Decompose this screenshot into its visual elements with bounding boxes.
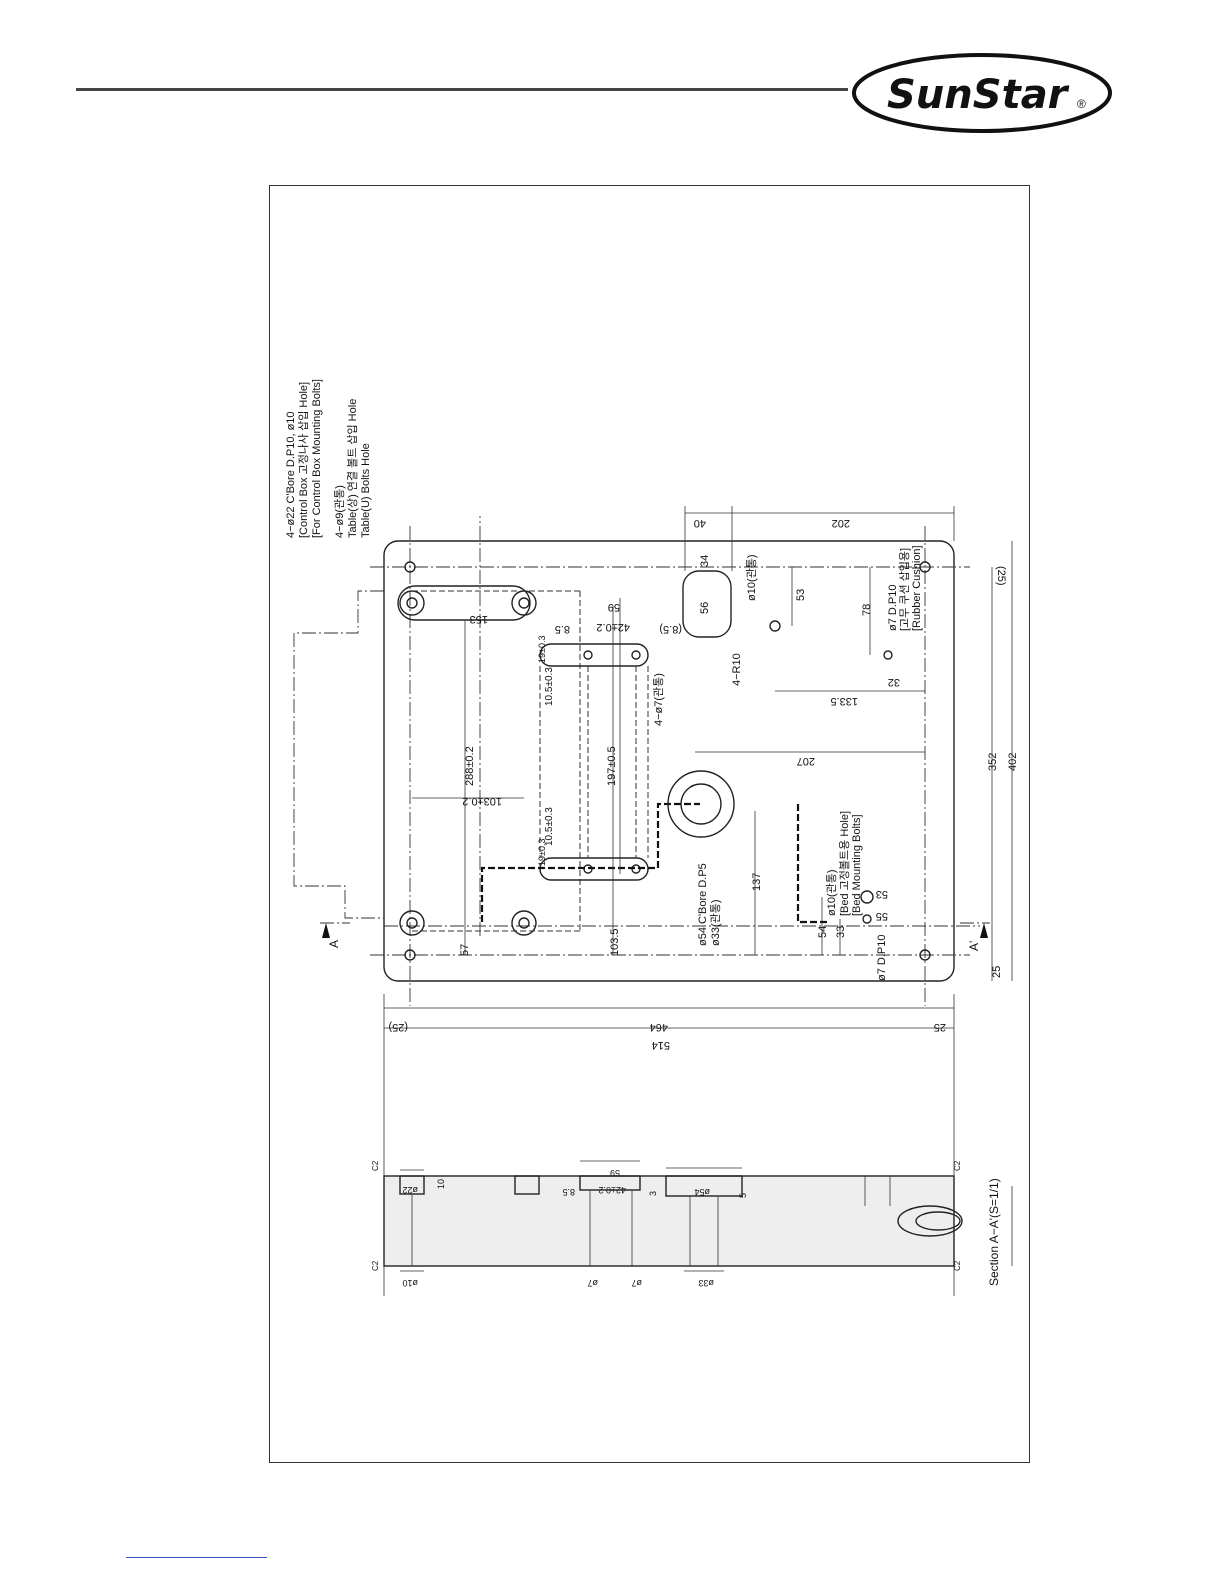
sec-dim-42: 42±0.2 (599, 1185, 626, 1195)
dim-57: 57 (459, 944, 471, 956)
control-box-outline (293, 590, 384, 919)
rubber-en: [Rubber Cushion] (911, 545, 923, 631)
plate-outline (383, 540, 955, 982)
sec-dim-8-5: 8.5 (562, 1187, 575, 1197)
dim-402: 402 (1007, 753, 1019, 771)
dim-33: 33 (835, 926, 847, 938)
control-box-spec: 4−ø22 C'Bore D.P10, ø10 (285, 411, 297, 538)
dim-25-d: 25 (934, 1021, 946, 1033)
dim-42: 42±0.2 (596, 621, 630, 633)
dim-207: 207 (797, 755, 815, 767)
center-hole-sub: ø33(관통) (709, 899, 722, 946)
dim-137: 137 (751, 873, 763, 891)
chamfer-c: C2 (953, 1160, 962, 1171)
dim-53-a: 53 (795, 589, 807, 601)
chamfer-d: C2 (953, 1260, 962, 1271)
dim-54: 54 (817, 926, 829, 938)
sec-dim-phi7-b: ø7 (631, 1278, 642, 1288)
chamfer-b: C2 (371, 1260, 380, 1271)
dim-197: 197±0.5 (606, 746, 618, 786)
table-bolt-en: Table(U) Bolts Hole (360, 443, 372, 538)
dim-10-5-b: 10.5±0.3 (544, 807, 555, 846)
sec-dim-10: 10 (436, 1179, 446, 1189)
dim-25-a: (25) (995, 566, 1007, 586)
bed-bolt-en: [Bed Mounting Bolts] (851, 814, 863, 916)
dim-78: 78 (861, 604, 873, 616)
dim-55: 55 (876, 910, 888, 922)
sec-dim-phi10: ø10 (402, 1278, 418, 1288)
section-marker-a-prime: A' (967, 941, 981, 951)
dim-8-5: 8.5 (555, 623, 570, 635)
dim-32: 32 (888, 676, 900, 688)
dim-19-a: 19±0.3 (537, 636, 547, 663)
section-marker-a: A (327, 940, 341, 948)
dim-514: 514 (652, 1039, 670, 1051)
dim-56: 56 (699, 602, 711, 614)
footer-rule (126, 1557, 267, 1558)
dim-19-b: 19±0.3 (537, 839, 547, 866)
section-title: Section A−A'(S=1/1) (987, 1178, 1001, 1286)
sunstar-logo: SunStar ® (851, 52, 1115, 134)
svg-text:®: ® (1077, 97, 1086, 111)
dim-25-b: 25 (991, 966, 1003, 978)
center-hole-spec: ø54 C'Bore D.P5 (697, 863, 709, 946)
small-hole-note: ø10(관통) (745, 554, 758, 601)
chamfer-a: C2 (371, 1160, 380, 1171)
dim-8-5-paren: (8.5) (659, 623, 682, 635)
dim-288: 288±0.2 (464, 746, 476, 786)
sec-dim-5: 5 (738, 1193, 748, 1198)
corner-note: 4−R10 (731, 653, 743, 686)
sec-dim-22: ø22 (402, 1185, 418, 1195)
table-plan-drawing: 4−ø22 C'Bore D.P10, ø10 [Control Box 고정나… (285, 379, 1019, 1296)
svg-text:SunStar: SunStar (887, 72, 1070, 118)
technical-drawing-frame: 4−ø22 C'Bore D.P10, ø10 [Control Box 고정나… (269, 185, 1030, 1463)
bed-bolt-kr: [Bed 고정볼트용 Hole] (838, 811, 851, 916)
bed-bolt-spec: ø10(관통) (825, 869, 838, 916)
dim-103-5: 103.5 (609, 928, 621, 956)
dim-153: 153 (470, 613, 488, 625)
control-box-en: [For Control Box Mounting Bolts] (311, 379, 323, 538)
rubber-kr: [고무 쿠션 삽입용] (898, 548, 911, 631)
header-rule (76, 88, 848, 91)
dim-25-c: (25) (388, 1021, 408, 1033)
rubber-spec: ø7 D.P10 (887, 585, 899, 631)
dim-103: 103±0.2 (462, 795, 502, 807)
sec-dim-3: 3 (648, 1191, 658, 1196)
slot-note: 4−ø7(관통) (652, 673, 665, 726)
dim-464: 464 (650, 1021, 668, 1033)
sec-dim-59: 59 (610, 1168, 620, 1178)
dim-10-5-a: 10.5±0.3 (544, 667, 555, 706)
sec-dim-phi33: ø33 (698, 1278, 714, 1288)
dim-133-5: 133.5 (830, 695, 858, 707)
dim-53-b: 53 (876, 888, 888, 900)
dim-34: 34 (699, 555, 711, 567)
sec-dim-phi7-a: ø7 (587, 1278, 598, 1288)
dim-352: 352 (987, 753, 999, 771)
table-bolt-spec: 4−ø9(관통) (333, 485, 346, 538)
section-body (383, 1175, 955, 1267)
dim-40: 40 (694, 517, 706, 529)
bottom-hole-note: ø7 D.P10 (876, 935, 888, 981)
dim-59: 59 (608, 601, 620, 613)
dim-202: 202 (832, 517, 850, 529)
table-bolt-kr: Table(상) 연결 볼트 삽입 Hole (346, 399, 359, 538)
sec-dim-54: ø54 (694, 1187, 710, 1197)
control-box-kr: [Control Box 고정나사 삽입 Hole] (297, 382, 310, 538)
